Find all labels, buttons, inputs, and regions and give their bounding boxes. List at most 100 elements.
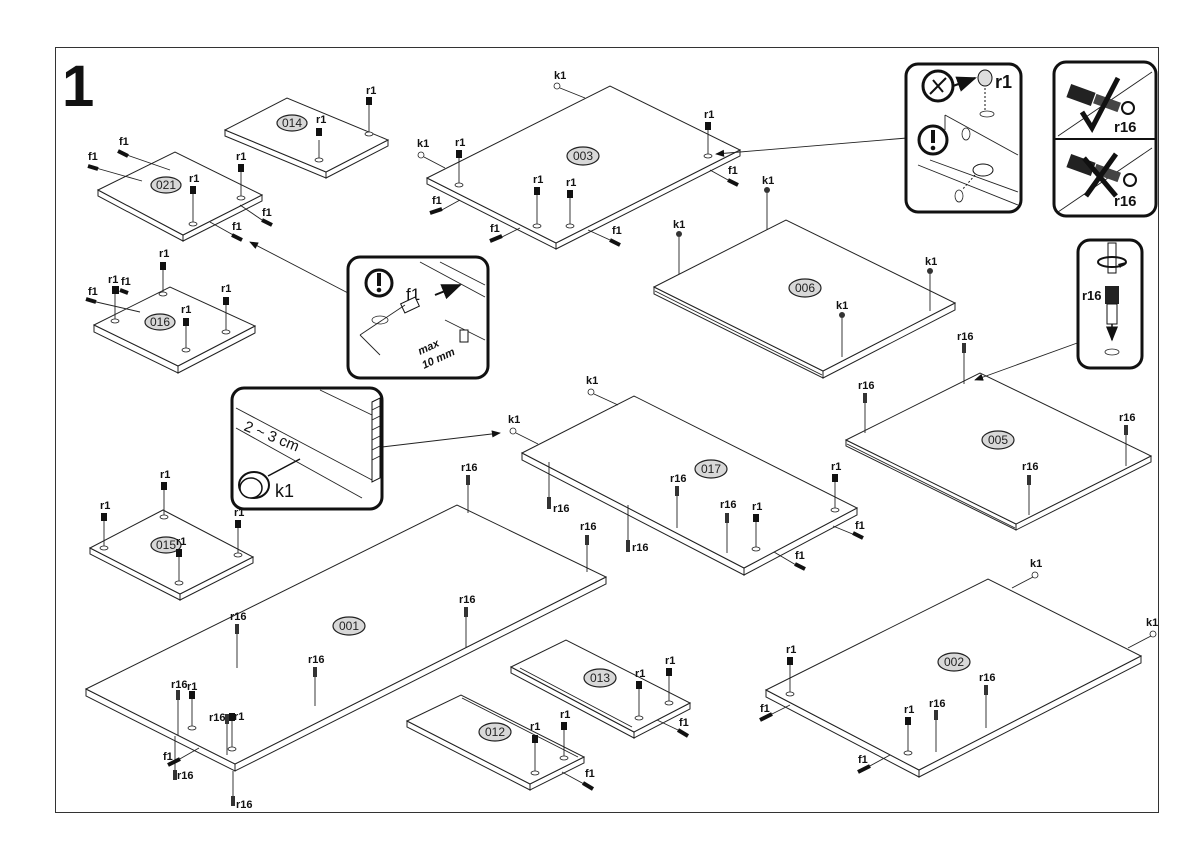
svg-text:f1: f1	[232, 221, 242, 233]
panel-021: 021 r1 r1 f1 f1 f1 f1	[87, 136, 273, 242]
panel-006: 006 k1 k1 k1 k1	[652, 175, 957, 379]
svg-text:r1: r1	[752, 501, 762, 513]
svg-text:r1: r1	[995, 72, 1012, 92]
panel-002: 002 k1 k1 r1 r1 r16 r16 f1 f1	[759, 558, 1158, 778]
svg-text:r16: r16	[957, 331, 974, 343]
svg-text:r1: r1	[560, 709, 570, 721]
svg-text:r16: r16	[929, 698, 946, 710]
callout-bolt-screwdriver: r16	[974, 238, 1144, 381]
svg-text:f1: f1	[163, 751, 173, 763]
part-label-012: 012	[485, 725, 505, 739]
part-label-001: 001	[339, 619, 359, 633]
panel-001: 001 r16 r16 r16 r16 r16 r16 r1 r16 r1 r1…	[84, 462, 608, 811]
svg-text:f1: f1	[490, 223, 500, 235]
svg-text:f1: f1	[728, 165, 738, 177]
svg-text:f1: f1	[119, 136, 129, 148]
svg-text:r1: r1	[533, 174, 543, 186]
part-label-021: 021	[156, 178, 176, 192]
svg-text:r1: r1	[176, 536, 186, 548]
svg-text:r1: r1	[635, 668, 645, 680]
svg-text:r1: r1	[831, 461, 841, 473]
part-label-016: 016	[150, 315, 170, 329]
svg-text:k1: k1	[1146, 617, 1158, 629]
svg-text:k1: k1	[836, 300, 848, 312]
svg-text:r16: r16	[979, 672, 996, 684]
svg-text:k1: k1	[762, 175, 774, 187]
svg-text:f1: f1	[262, 207, 272, 219]
svg-text:r1: r1	[566, 177, 576, 189]
svg-text:f1: f1	[88, 286, 98, 298]
svg-text:r1: r1	[234, 711, 244, 723]
hw-label: r1	[316, 114, 326, 126]
svg-text:r1: r1	[704, 109, 714, 121]
svg-text:r16: r16	[632, 542, 649, 554]
svg-text:f1: f1	[612, 225, 622, 237]
svg-text:r16: r16	[1114, 193, 1137, 210]
svg-text:f1: f1	[795, 550, 805, 562]
svg-text:r1: r1	[455, 137, 465, 149]
svg-text:r16: r16	[670, 473, 687, 485]
part-label-002: 002	[944, 655, 964, 669]
part-label-013: 013	[590, 671, 610, 685]
part-label-017: 017	[701, 462, 721, 476]
svg-text:r1: r1	[366, 85, 376, 97]
svg-text:k1: k1	[275, 481, 294, 501]
svg-text:r16: r16	[171, 679, 188, 691]
svg-text:r16: r16	[459, 594, 476, 606]
svg-text:r1: r1	[786, 644, 796, 656]
callout-nail-depth: 2 ~ 3 cm k1	[230, 386, 501, 511]
svg-text:k1: k1	[925, 256, 937, 268]
panel-012: 012 r1 r1 f1	[405, 694, 595, 791]
svg-text:r16: r16	[236, 799, 253, 811]
svg-text:r1: r1	[181, 304, 191, 316]
instruction-frame	[55, 47, 1159, 813]
panel-013: 013 r1 r1 f1	[509, 639, 692, 739]
panel-017: 017 k1 k1 r16 r16 r1 r1 r16 r16 f1 f1	[508, 375, 865, 576]
svg-text:r16: r16	[209, 712, 226, 724]
svg-text:r16: r16	[553, 503, 570, 515]
callout-cam-lock: r1	[715, 62, 1023, 214]
wrong-cross-icon	[1066, 152, 1137, 198]
svg-text:r16: r16	[230, 611, 247, 623]
svg-text:r1: r1	[904, 704, 914, 716]
panel-005: 005 r16 r16 r16 r16	[844, 331, 1153, 531]
svg-text:f1: f1	[432, 195, 442, 207]
svg-text:r16: r16	[308, 654, 325, 666]
svg-text:r16: r16	[177, 770, 194, 782]
svg-text:r16: r16	[858, 380, 875, 392]
svg-text:r16: r16	[1119, 412, 1136, 424]
svg-text:r16: r16	[1114, 119, 1137, 136]
part-label-003: 003	[573, 149, 593, 163]
svg-text:k1: k1	[673, 219, 685, 231]
svg-text:r16: r16	[1082, 288, 1102, 303]
callout-bolt-orientation: r16 r16	[1052, 60, 1158, 218]
svg-text:r1: r1	[236, 151, 246, 163]
svg-text:r1: r1	[108, 274, 118, 286]
svg-text:r1: r1	[187, 681, 197, 693]
part-label-006: 006	[795, 281, 815, 295]
part-label-005: 005	[988, 433, 1008, 447]
svg-text:k1: k1	[508, 414, 520, 426]
svg-text:k1: k1	[1030, 558, 1042, 570]
svg-text:r1: r1	[665, 655, 675, 667]
svg-text:r1: r1	[530, 721, 540, 733]
svg-text:r1: r1	[234, 507, 244, 519]
svg-text:r1: r1	[160, 469, 170, 481]
svg-text:f1: f1	[855, 520, 865, 532]
panel-003: 003 k1 k1 r1 r1 r1 r1 f1 f1 f1 f1	[417, 70, 742, 250]
svg-text:k1: k1	[554, 70, 566, 82]
svg-text:r1: r1	[221, 283, 231, 295]
correct-check-icon	[1066, 76, 1135, 134]
svg-text:r16: r16	[1022, 461, 1039, 473]
svg-text:f1: f1	[760, 703, 770, 715]
svg-text:r1: r1	[159, 248, 169, 260]
svg-text:f1: f1	[858, 754, 868, 766]
svg-text:r16: r16	[580, 521, 597, 533]
svg-text:r1: r1	[189, 173, 199, 185]
svg-text:f1: f1	[679, 717, 689, 729]
part-label-014: 014	[282, 116, 302, 130]
callout-dowel-depth: f1 max 10 mm	[249, 241, 490, 380]
svg-text:r16: r16	[461, 462, 478, 474]
svg-text:f1: f1	[585, 768, 595, 780]
